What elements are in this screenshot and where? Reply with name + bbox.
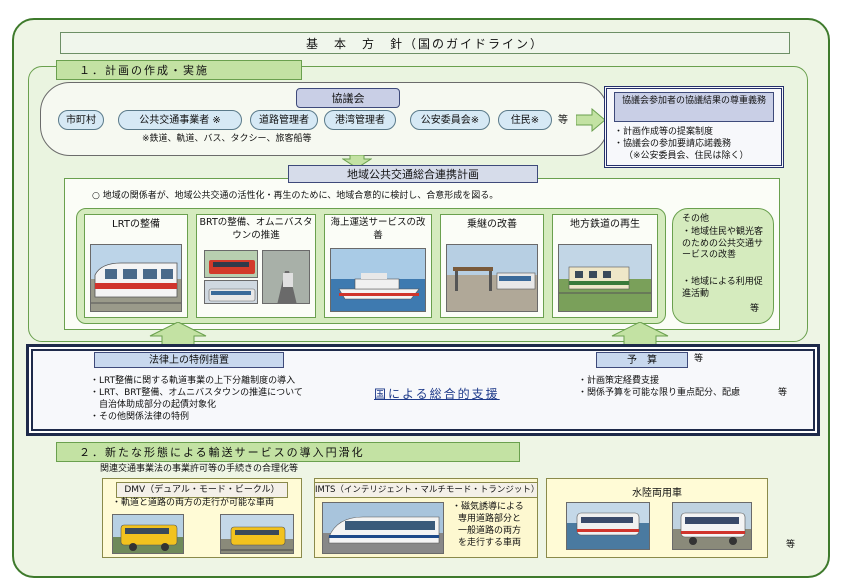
council-label: 協議会 xyxy=(296,88,400,108)
support-center-text: 国による総合的支援 xyxy=(374,387,500,401)
council-note: ※鉄道、軌道、バス、タクシー、旅客船等 xyxy=(142,134,312,144)
council-etc: 等 xyxy=(558,115,568,126)
dmv-label: DMV（デュアル・モード・ビークル） xyxy=(116,482,288,498)
brt-photo-2 xyxy=(204,280,258,304)
dmv-desc: ・軌道と道路の両方の走行が可能な車両 xyxy=(112,498,275,508)
imts-photo xyxy=(322,502,444,554)
brt-photo-3 xyxy=(262,250,310,304)
imts-desc-4: を走行する車両 xyxy=(458,538,522,548)
duty-heading: 協議会参加者の協議結果の尊重義務 xyxy=(614,92,774,122)
law-item-3: 自治体助成部分の起債対象化 xyxy=(90,400,217,410)
council-member-transport-operator: 公共交通事業者 ※ xyxy=(118,110,242,130)
plan-description: ○ 地域の関係者が、地域公共交通の活性化・再生のために、地域合意的に検討し、合意… xyxy=(92,191,499,201)
measure-other-heading: その他 xyxy=(682,214,710,224)
plan-label: 地域公共交通総合連携計画 xyxy=(288,165,538,183)
section1-heading: １．計画の作成・実施 xyxy=(56,60,302,80)
section2-heading: ２．新たな形態による輸送サービスの導入円滑化 xyxy=(56,442,520,462)
amphibious-photo-1 xyxy=(566,502,650,550)
duty-item-exception: （※公安委員会、住民は除く） xyxy=(624,151,749,161)
budget-label: 予 算 xyxy=(596,352,688,368)
page-title: 基 本 方 針（国のガイドライン） xyxy=(60,32,790,54)
imts-desc-1: ・磁気誘導による xyxy=(452,502,524,512)
budget-item-1: ・計画策定経費支援 xyxy=(578,376,660,386)
budget-etc: 等 xyxy=(694,354,704,364)
council-plan-arrow xyxy=(342,155,372,169)
maritime-photo xyxy=(330,248,426,312)
law-item-2: ・LRT、BRT整備、オムニバスタウンの推進について xyxy=(90,388,303,398)
law-item-1: ・LRT整備に関する軌道事業の上下分離制度の導入 xyxy=(90,376,296,386)
lrt-photo xyxy=(90,244,182,312)
measure-other-line1: ・地域住民や観光客のための公共交通サービスの改善 xyxy=(682,227,764,261)
council-member-municipality: 市町村 xyxy=(58,110,104,130)
brt-photo-1 xyxy=(204,250,258,278)
measure-lrt-title: LRTの整備 xyxy=(112,219,160,230)
imts-desc-3: 一般道路の両方 xyxy=(458,526,522,536)
measure-brt-title: BRTの整備、オムニバスタウンの推進 xyxy=(199,217,313,241)
budget-items-etc: 等 xyxy=(778,388,788,398)
council-member-public-safety: 公安委員会※ xyxy=(410,110,490,130)
budget-item-2: ・関係予算を可能な限り重点配分、配慮 xyxy=(578,388,741,398)
imts-desc-2: 専用道路部分と xyxy=(458,514,522,524)
council-member-port-manager: 港湾管理者 xyxy=(324,110,396,130)
law-label: 法律上の特例措置 xyxy=(94,352,284,368)
section2-etc: 等 xyxy=(786,540,796,550)
measure-railway-title: 地方鉄道の再生 xyxy=(570,219,640,230)
section2-subheading: 関連交通事業法の事業許可等の手続きの合理化等 xyxy=(100,464,299,474)
dmv-photo-1 xyxy=(112,514,184,554)
railway-photo xyxy=(558,244,652,312)
amphibious-photo-2 xyxy=(672,502,752,550)
council-duty-arrow xyxy=(576,108,606,132)
dmv-photo-2 xyxy=(220,514,294,554)
measure-other xyxy=(672,208,774,324)
support-up-arrow-left xyxy=(149,322,207,346)
council-member-road-manager: 道路管理者 xyxy=(250,110,318,130)
law-item-4: ・その他関係法律の特例 xyxy=(90,412,190,422)
duty-item-proposal: ・計画作成等の提案制度 xyxy=(614,127,714,137)
measure-maritime-title: 海上運送サービスの改善 xyxy=(330,217,426,241)
duty-item-participation: ・協議会の参加要請応諾義務 xyxy=(614,139,732,149)
imts-label: IMTS（インテリジェント・マルチモード・トランジット） xyxy=(314,482,539,498)
amphibious-label: 水陸両用車 xyxy=(632,488,682,499)
support-up-arrow-right xyxy=(611,322,669,346)
measure-other-line2: ・地域による利用促進活動 xyxy=(682,277,763,299)
measure-transfer-title: 乗継の改善 xyxy=(467,219,517,230)
council-member-residents: 住民※ xyxy=(498,110,552,130)
transfer-photo xyxy=(446,244,538,312)
measure-other-etc: 等 xyxy=(750,304,760,314)
